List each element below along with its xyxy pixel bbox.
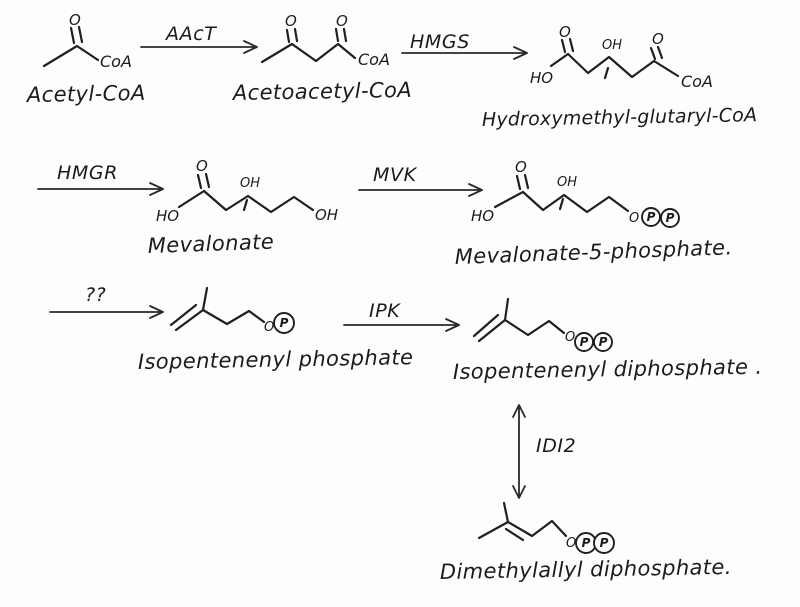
phosphate-circle-icon [593, 332, 613, 352]
hydroxyl-label: OH [557, 175, 577, 190]
right-arrow-icon [358, 183, 483, 197]
phosphate-circle-icon [273, 312, 295, 334]
oxygen-label: O [559, 23, 571, 41]
mevalonate-5-phosphate-structure: O HO OH O P P Mevalonate-5-phosphate. [454, 158, 733, 269]
phosphate-p-label: P [280, 316, 289, 330]
hmg-coa-structure: O HO OH O CoA Hydroxymethyl-glutaryl-CoA [482, 23, 758, 131]
acetyl-coa-structure: O CoA Acetyl-CoA [25, 11, 146, 107]
ipk-reaction-arrow: IPK [343, 300, 460, 332]
unknown-enzyme-label: ?? [85, 284, 106, 306]
right-arrow-icon [49, 305, 164, 319]
oxygen-label: O [566, 536, 576, 551]
phosphate-p-label: P [582, 536, 591, 550]
right-arrow-icon [401, 46, 528, 60]
idi2-reaction-arrow: IDI2 [512, 404, 576, 499]
mvk-reaction-arrow: MVK [358, 164, 483, 197]
mvk-enzyme-label: MVK [373, 164, 418, 186]
phosphate-circle-icon [593, 532, 615, 554]
right-arrow-icon [37, 182, 164, 196]
phosphate-p-label: P [599, 335, 608, 349]
oxygen-label: O [629, 211, 639, 226]
acetoacetyl-coa-structure: O O CoA Acetoacetyl-CoA [231, 12, 413, 105]
oxygen-label: O [336, 12, 348, 30]
hmgs-reaction-arrow: HMGS [401, 31, 528, 60]
coa-label: CoA [100, 52, 132, 71]
hydroxyl-label: OH [240, 176, 260, 191]
coa-label: CoA [358, 50, 390, 69]
oxygen-label: O [652, 30, 664, 48]
oxygen-label: O [285, 12, 297, 30]
mevalonate-name: Mevalonate [147, 230, 274, 258]
ipk-enzyme-label: IPK [369, 300, 401, 322]
oxygen-label: O [565, 330, 575, 345]
aact-reaction-arrow: AAcT [140, 23, 258, 54]
phosphate-p-label: P [647, 210, 656, 224]
right-arrow-icon [140, 40, 258, 54]
mevalonate-structure: O HO OH OH Mevalonate [147, 157, 338, 258]
oxygen-label: O [515, 158, 527, 176]
phosphate-circle-icon [641, 207, 661, 227]
oxygen-label: O [69, 11, 81, 29]
hydroxyl-label: HO [156, 207, 179, 225]
mevalonate-5-phosphate-name: Mevalonate-5-phosphate. [454, 235, 733, 269]
phosphate-p-label: P [600, 536, 609, 550]
hydroxyl-label: OH [315, 206, 338, 224]
isopentenyl-diphosphate-structure: O P P Isopentenenyl diphosphate . [453, 297, 763, 384]
oxygen-label: O [196, 157, 208, 175]
hmg-coa-name: Hydroxymethyl-glutaryl-CoA [482, 104, 758, 131]
hmgr-enzyme-label: HMGR [57, 162, 118, 184]
hmgs-enzyme-label: HMGS [410, 31, 470, 53]
aact-enzyme-label: AAcT [164, 23, 217, 45]
acetyl-coa-name: Acetyl-CoA [25, 81, 146, 107]
phosphate-p-label: P [580, 335, 589, 349]
phosphate-p-label: P [666, 211, 675, 225]
coa-label: CoA [681, 72, 713, 91]
up-down-arrow-icon [512, 404, 526, 499]
right-arrow-icon [343, 318, 460, 332]
phosphate-circle-icon [660, 208, 680, 228]
acetoacetyl-coa-name: Acetoacetyl-CoA [231, 78, 413, 105]
oxygen-label: O [264, 320, 274, 335]
hydroxyl-label: HO [471, 207, 494, 225]
hmgr-reaction-arrow: HMGR [37, 162, 164, 196]
idi2-enzyme-label: IDI2 [536, 435, 576, 457]
phosphate-circle-icon [574, 332, 594, 352]
isopentenyl-phosphate-name: Isopentenenyl phosphate [138, 345, 414, 374]
dimethylallyl-diphosphate-name: Dimethylallyl diphosphate. [440, 555, 732, 584]
isopentenyl-diphosphate-name: Isopentenenyl diphosphate . [453, 355, 763, 384]
hydroxyl-label: OH [602, 38, 622, 53]
unknown-reaction-arrow: ?? [49, 284, 164, 319]
isopentenyl-phosphate-structure: O P Isopentenenyl phosphate [138, 286, 414, 374]
dimethylallyl-diphosphate-structure: O P P Dimethylallyl diphosphate. [440, 501, 732, 584]
hydroxyl-label: HO [530, 69, 553, 87]
